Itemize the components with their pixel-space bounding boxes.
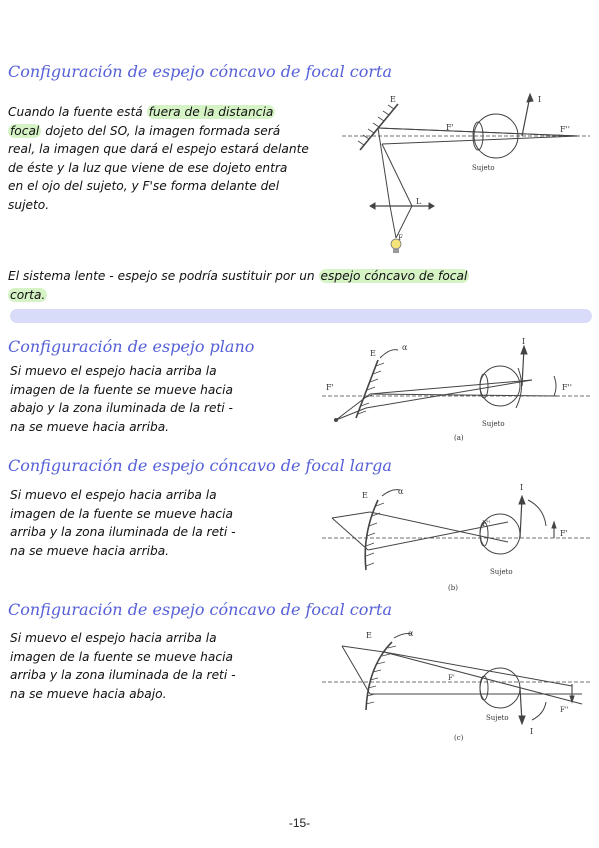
- text-line: na se mueve hacia arriba.: [10, 419, 170, 434]
- section-title-plane-mirror: Configuración de espejo plano: [8, 337, 255, 356]
- label-E: E: [366, 631, 372, 640]
- page-number: -15-: [288, 816, 311, 830]
- label-sujeto: Sujeto: [472, 164, 495, 172]
- label-sujeto: Sujeto: [486, 714, 509, 722]
- label-I: I: [538, 95, 541, 104]
- section-divider: [10, 309, 592, 323]
- section2-paragraph: Si muevo el espejo hacia arriba la image…: [10, 362, 325, 436]
- highlight: corta.: [8, 287, 48, 302]
- label-F2: F'': [562, 383, 572, 392]
- text-line: arriba y la zona iluminada de la reti -: [10, 525, 236, 539]
- label-F: F: [398, 234, 403, 242]
- text-line: imagen de la fuente se mueve hacia: [10, 649, 233, 664]
- text-line: de éste y la luz que viene de ese dojeto…: [8, 160, 288, 175]
- text-line: dojeto del SO, la imagen formada será: [45, 123, 281, 138]
- text-line: abajo y la zona iluminada de la reti -: [10, 401, 233, 415]
- figure-concave-long: E α I F'' F' Sujeto (b): [322, 478, 592, 594]
- text-line: El sistema lente - espejo se podría sust…: [8, 269, 315, 283]
- highlight: espejo cóncavo de focal: [318, 269, 470, 283]
- label-E: E: [390, 95, 396, 104]
- text-line: Si muevo el espejo hacia arriba la: [10, 488, 217, 502]
- caption: (b): [448, 584, 458, 592]
- text-line: na se mueve hacia arriba.: [10, 543, 170, 558]
- label-I: I: [530, 727, 533, 736]
- note-paragraph: El sistema lente - espejo se podría sust…: [8, 267, 593, 304]
- label-alpha: α: [398, 487, 404, 496]
- text-line: imagen de la fuente se mueve hacia: [10, 506, 233, 521]
- text-line: real, la imagen que dará el espejo estar…: [8, 142, 309, 156]
- label-sujeto: Sujeto: [482, 420, 505, 428]
- label-I: I: [520, 483, 523, 492]
- label-F2: F'': [560, 125, 570, 134]
- label-F1: F': [326, 383, 334, 392]
- label-F2: F'': [560, 706, 569, 714]
- caption: (c): [454, 734, 464, 742]
- text-line: Cuando la fuente está: [8, 105, 143, 119]
- figure-plane-mirror: E α I F' F'' Sujeto (a): [322, 336, 592, 448]
- label-I: I: [522, 337, 525, 346]
- label-E: E: [362, 491, 368, 500]
- label-E: E: [370, 349, 376, 358]
- section1-paragraph: Cuando la fuente está fuera de la distan…: [8, 103, 333, 214]
- text-line: Si muevo el espejo hacia arriba la: [10, 631, 217, 645]
- label-F1: F': [448, 674, 455, 682]
- section-title-concave-short-1: Configuración de espejo cóncavo de focal…: [8, 62, 392, 81]
- label-alpha: α: [408, 629, 414, 638]
- highlight: focal: [8, 123, 42, 138]
- section4-paragraph: Si muevo el espejo hacia arriba la image…: [10, 629, 325, 703]
- label-F2: F': [560, 529, 568, 538]
- label-L: L: [416, 197, 422, 206]
- label-F1: F': [446, 123, 454, 132]
- caption: (a): [454, 434, 464, 442]
- text-line: Si muevo el espejo hacia arriba la: [10, 364, 217, 378]
- text-line: sujeto.: [8, 197, 50, 212]
- text-line: arriba y la zona iluminada de la reti -: [10, 668, 236, 682]
- highlight: fuera de la distancia: [146, 105, 276, 119]
- section-title-concave-long: Configuración de espejo cóncavo de focal…: [8, 456, 392, 475]
- text-line: en el ojo del sujeto, y F'se forma delan…: [8, 179, 280, 193]
- label-F1: F'': [482, 520, 491, 528]
- section-title-concave-short-2: Configuración de espejo cóncavo de focal…: [8, 600, 392, 619]
- text-line: na se mueve hacia abajo.: [10, 686, 167, 701]
- section3-paragraph: Si muevo el espejo hacia arriba la image…: [10, 486, 325, 560]
- label-alpha: α: [402, 343, 408, 352]
- figure-lens-mirror-system: E I F' F'' L F Sujeto: [342, 88, 592, 256]
- label-sujeto: Sujeto: [490, 568, 513, 576]
- text-line: imagen de la fuente se mueve hacia: [10, 382, 233, 397]
- figure-concave-short: E α I F' F'' Sujeto (c): [322, 624, 592, 746]
